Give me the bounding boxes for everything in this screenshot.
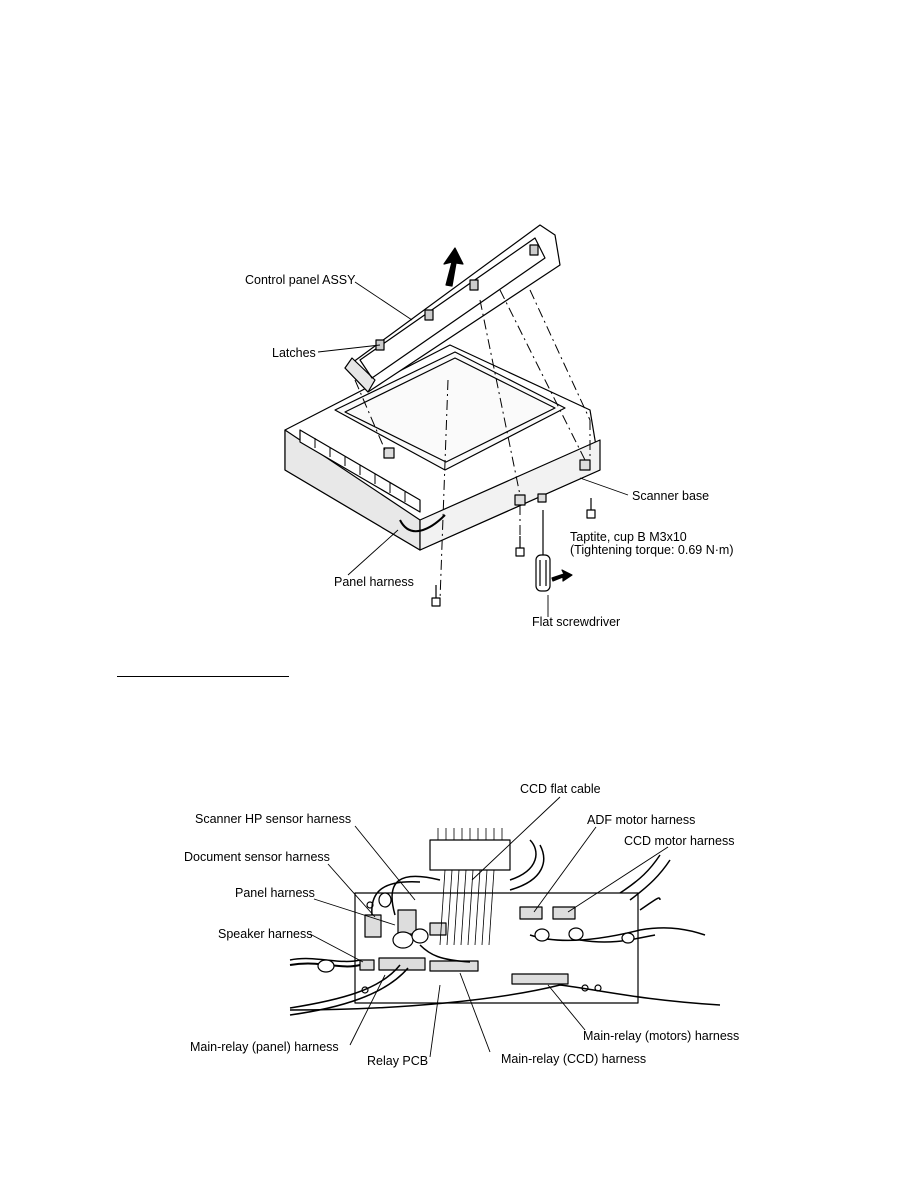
- label-adf-motor-harness: ADF motor harness: [587, 813, 696, 827]
- label-screw-line1: Taptite, cup B M3x10: [570, 530, 687, 544]
- label-screw-line2: (Tightening torque: 0.69 N·m): [570, 543, 734, 557]
- label-panel-harness-2: Panel harness: [235, 886, 315, 900]
- panel-harness-cable: [399, 514, 446, 533]
- label-flat-screwdriver: Flat screwdriver: [532, 615, 621, 629]
- label-scanner-hp-sensor-harness: Scanner HP sensor harness: [195, 812, 352, 826]
- flat-screwdriver-icon: [535, 510, 573, 592]
- label-ccd-flat-cable: CCD flat cable: [520, 782, 601, 796]
- label-scanner-base: Scanner base: [632, 489, 710, 503]
- label-main-relay-panel-harness: Main-relay (panel) harness: [190, 1040, 339, 1054]
- label-speaker-harness: Speaker harness: [218, 927, 313, 941]
- label-relay-pcb: Relay PCB: [367, 1054, 429, 1068]
- lift-arrow-icon: [443, 247, 464, 287]
- screw-icon: [431, 498, 596, 607]
- label-main-relay-ccd-harness: Main-relay (CCD) harness: [501, 1052, 647, 1066]
- scanner-glass: [334, 351, 566, 471]
- label-panel-harness-1: Panel harness: [334, 575, 414, 589]
- label-ccd-motor-harness: CCD motor harness: [624, 834, 735, 848]
- label-latches: Latches: [272, 346, 316, 360]
- label-control-panel-assy: Control panel ASSY: [245, 273, 356, 287]
- label-document-sensor-harness: Document sensor harness: [184, 850, 330, 864]
- label-main-relay-motors-harness: Main-relay (motors) harness: [583, 1029, 740, 1043]
- section-rule: [117, 676, 289, 677]
